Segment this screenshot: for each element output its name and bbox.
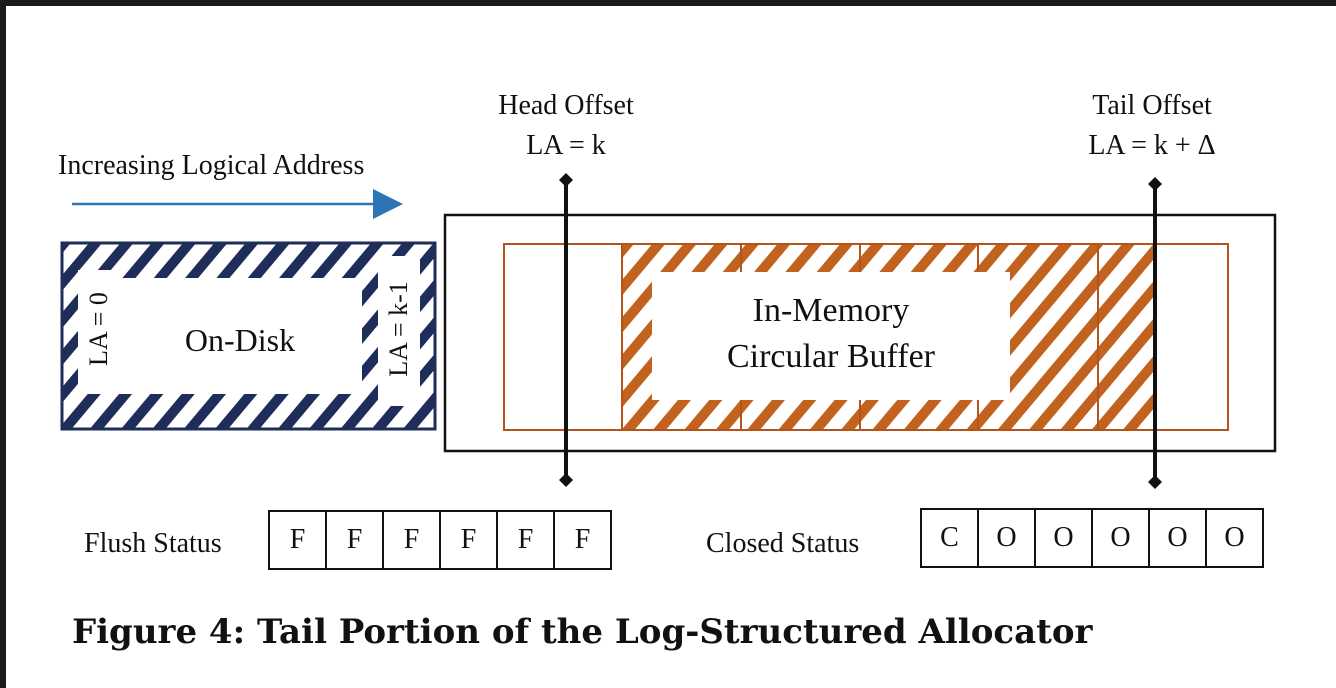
- tail-offset-title: Tail Offset: [1092, 90, 1212, 121]
- la-zero-label: LA = 0: [84, 292, 113, 366]
- closed-status-cell: O: [1093, 510, 1150, 566]
- buffer-label-line1: In-Memory: [752, 292, 910, 329]
- buffer-label-line2: Circular Buffer: [726, 338, 936, 375]
- on-disk-region: [60, 241, 437, 431]
- flush-status-cell: F: [498, 512, 555, 568]
- closed-status-row: C O O O O O: [920, 508, 1264, 568]
- tail-offset-marker: [1148, 177, 1162, 489]
- head-offset-title: Head Offset: [498, 90, 634, 121]
- flush-status-label: Flush Status: [84, 528, 222, 559]
- circular-buffer: [503, 243, 1229, 431]
- head-offset-marker: [559, 173, 573, 487]
- flush-status-cell: F: [327, 512, 384, 568]
- increasing-address-label: Increasing Logical Address: [58, 150, 365, 181]
- closed-status-cell: O: [979, 510, 1036, 566]
- flush-status-cell: F: [384, 512, 441, 568]
- figure-caption: Figure 4: Tail Portion of the Log-Struct…: [72, 612, 1093, 652]
- head-offset-value: LA = k: [526, 130, 606, 161]
- closed-status-cell: O: [1224, 522, 1245, 553]
- closed-status-label: Closed Status: [706, 528, 860, 559]
- on-disk-label: On-Disk: [184, 322, 296, 358]
- la-k-minus-1-label: LA = k-1: [384, 281, 413, 377]
- tail-offset-value: LA = k + Δ: [1088, 130, 1216, 161]
- flush-status-cell: F: [441, 512, 498, 568]
- flush-status-cell: F: [270, 512, 327, 568]
- closed-status-cell: O: [1150, 510, 1207, 566]
- in-memory-outer-box: [443, 213, 1277, 453]
- flush-status-row: F F F F F F: [268, 510, 612, 570]
- flush-status-cell: F: [574, 524, 591, 555]
- diagram-graphics: [60, 173, 1277, 489]
- closed-status-cell: O: [1036, 510, 1093, 566]
- closed-status-cell: C: [922, 510, 979, 566]
- figure: Increasing Logical Address Head Offset L…: [6, 6, 1336, 688]
